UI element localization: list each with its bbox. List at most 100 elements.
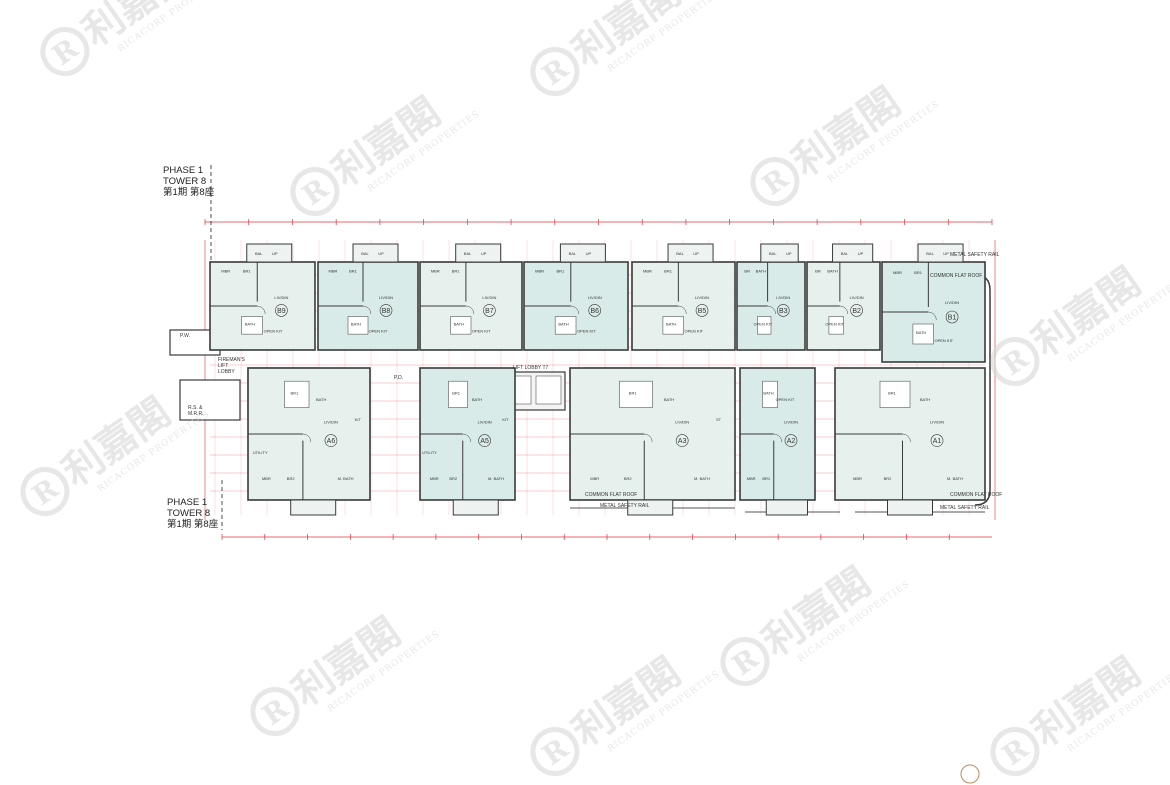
room-label: LIV/DIN xyxy=(324,419,338,424)
unit-id-circle xyxy=(675,434,689,447)
tower-label-top: PHASE 1 TOWER 8 第1期 第8座 xyxy=(163,165,214,198)
unit-id-circle xyxy=(379,304,393,317)
room-label: BATH xyxy=(664,397,674,402)
watermark-chinese: 利嘉閣 xyxy=(564,0,689,76)
ricacorp-logo-icon xyxy=(40,27,90,77)
room-label: BATH xyxy=(756,269,766,274)
unit-id-circle xyxy=(695,304,709,317)
unit-id: A2 xyxy=(787,438,796,445)
room-label: UP xyxy=(272,251,278,256)
door-swing xyxy=(302,433,312,443)
rs-mrr-room xyxy=(179,379,241,421)
unit-id-circle xyxy=(275,304,288,317)
room-label: UP xyxy=(693,251,699,256)
room-label: MBR xyxy=(221,269,230,274)
unit-id: A3 xyxy=(678,438,687,445)
unit-id-circle xyxy=(930,434,944,447)
room-label: BATH xyxy=(763,390,773,395)
phase-label: PHASE 1 xyxy=(163,165,204,176)
room-label: UP xyxy=(858,251,864,256)
room-label: OPEN KIT xyxy=(472,328,491,333)
room-label: M. BATH xyxy=(694,476,710,481)
room-label: LIV/DIN xyxy=(482,295,496,300)
unit-id: A6 xyxy=(327,438,336,445)
room-label: MBR xyxy=(329,269,338,274)
unit-id: B5 xyxy=(698,308,707,315)
room-label: LIV/DIN xyxy=(588,295,602,300)
room-label: UP xyxy=(943,251,949,256)
unit-id: B2 xyxy=(852,308,861,315)
unit-id: A5 xyxy=(480,438,489,445)
room-label: BAL xyxy=(569,251,577,256)
room-label: LIV/DIN xyxy=(478,419,492,424)
door-swing xyxy=(767,305,776,315)
door-swing xyxy=(257,305,266,315)
common-flat-roof-label: COMMON FLAT ROOF xyxy=(585,492,638,498)
ricacorp-logo-icon xyxy=(530,47,580,97)
room-label: LIV/DIN xyxy=(379,295,393,300)
unit-id-circle xyxy=(483,304,496,317)
balcony xyxy=(290,499,337,516)
room-label: M. BATH xyxy=(488,476,504,481)
room-label: MBR xyxy=(590,476,599,481)
ricacorp-logo-icon xyxy=(750,157,800,207)
bathroom xyxy=(284,380,310,408)
room-label: BR xyxy=(815,269,821,274)
common-flat-roof-label: COMMON FLAT ROOF xyxy=(950,492,1003,498)
door-swing xyxy=(928,311,937,321)
bathroom xyxy=(619,380,653,408)
room-label: BATH xyxy=(245,321,255,326)
balcony xyxy=(452,499,499,516)
pd-label: P.D. xyxy=(394,375,404,381)
metal-safety-rail-label: METAL SAFETY RAIL xyxy=(600,503,650,509)
tower-chinese: 第1期 第8座 xyxy=(163,187,215,198)
metal-safety-rail-label: METAL SAFETY RAIL xyxy=(950,252,1000,258)
ricacorp-logo-icon xyxy=(530,727,580,777)
room-label: BATH xyxy=(351,321,361,326)
unit-id-circle xyxy=(324,434,338,447)
room-label: BR1 xyxy=(888,390,897,395)
room-label: OPEN KIT xyxy=(684,328,703,333)
balcony xyxy=(765,499,808,516)
room-label: OPEN KIT xyxy=(934,338,953,343)
tower-label-bottom: PHASE 1 TOWER 8 第1期 第8座 xyxy=(167,497,218,530)
ricacorp-logo-icon xyxy=(990,727,1040,777)
room-label: M. BATH xyxy=(338,476,354,481)
room-label: BR1 xyxy=(762,476,771,481)
metal-safety-rail-label: METAL SAFETY RAIL xyxy=(940,505,990,511)
room-label: OPEN KIT xyxy=(776,397,795,402)
unit-id: B7 xyxy=(485,308,494,315)
room-label: BAL xyxy=(926,251,934,256)
bathroom xyxy=(912,323,934,345)
room-label: KIT xyxy=(502,417,509,422)
bathroom xyxy=(879,380,911,408)
room-label: LIV/DIN xyxy=(850,295,864,300)
bathroom xyxy=(347,316,369,335)
room-label: BR1 xyxy=(243,269,252,274)
room-label: MBR xyxy=(431,269,440,274)
door-swing xyxy=(773,433,782,443)
room-label: BATH xyxy=(666,321,676,326)
room-label: UP xyxy=(586,251,592,256)
unit-id: B6 xyxy=(590,308,599,315)
room-label: LIV/DIN xyxy=(274,295,288,300)
lift-shaft xyxy=(535,375,562,405)
room-label: BATH xyxy=(558,321,568,326)
room-label: BR xyxy=(744,269,750,274)
ricacorp-logo-icon xyxy=(990,337,1040,387)
tower-number: TOWER 8 xyxy=(167,508,211,519)
